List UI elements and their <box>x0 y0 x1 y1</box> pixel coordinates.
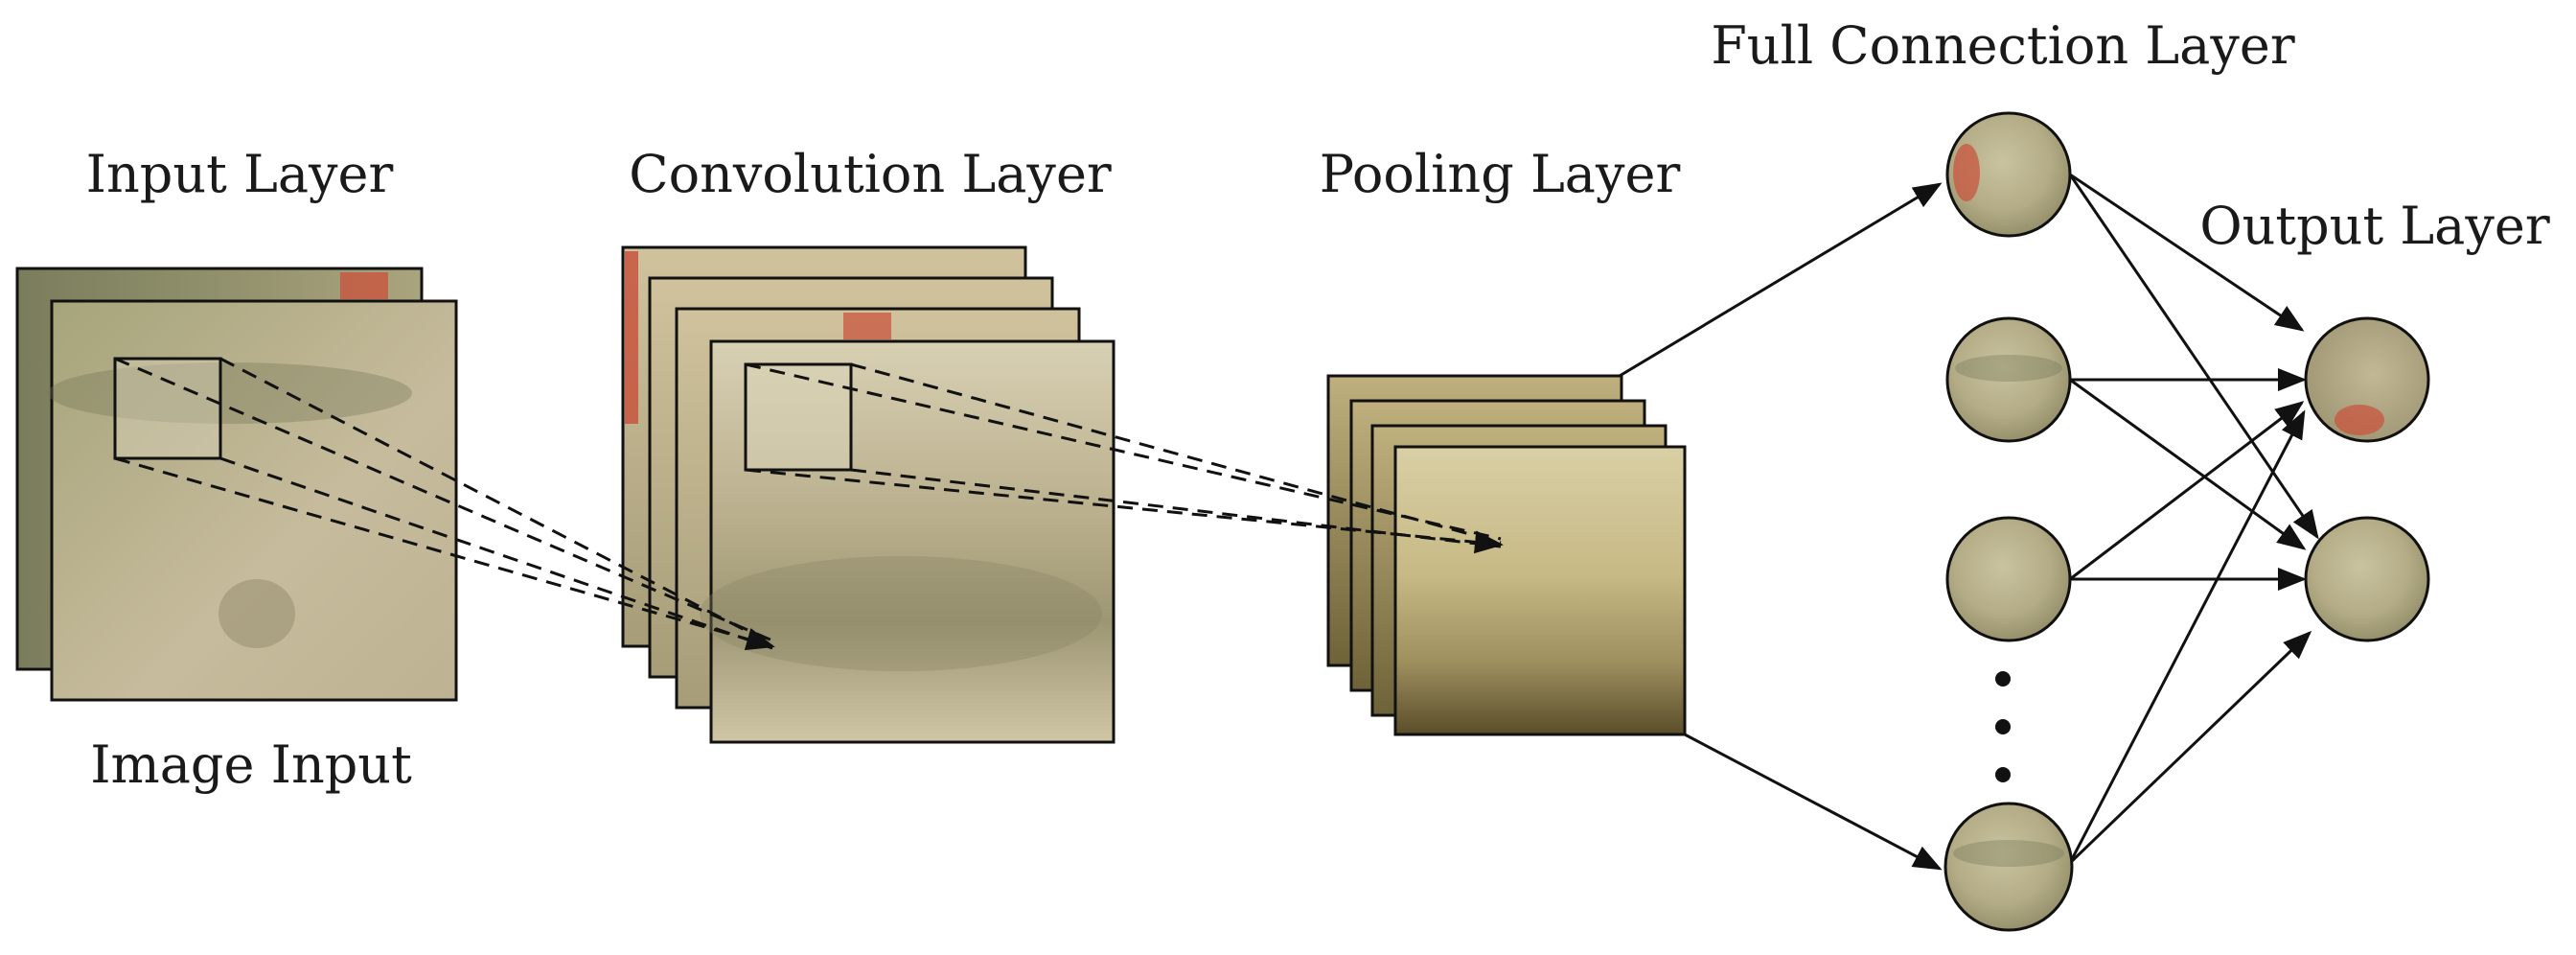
conv-sheet-4 <box>709 339 1116 744</box>
fc-ellipsis-dot-2 <box>1995 719 2011 734</box>
input-blob <box>218 579 295 648</box>
input-layer-label: Input Layer <box>86 144 394 204</box>
fc-node-4 <box>1944 802 2074 932</box>
pool-to-fc-top-arrow <box>1619 182 1943 378</box>
output-node-1 <box>2304 316 2430 443</box>
output-layer-label: Output Layer <box>2199 196 2549 256</box>
output-node-2 <box>2304 516 2430 642</box>
input-image-sheet <box>50 299 458 702</box>
fc-node-1-red-spot <box>1953 144 1980 201</box>
input-to-conv-projection <box>114 357 775 651</box>
pooling-layer-label: Pooling Layer <box>1320 144 1681 204</box>
full-connection-nodes <box>1944 111 2074 932</box>
conv-sheet-3-red-patch <box>843 313 891 339</box>
fc-node-2 <box>1945 316 2072 443</box>
output-nodes <box>2304 316 2430 642</box>
fc-node-4-streak <box>1953 840 2064 867</box>
fc-to-output-connections <box>2068 173 2319 865</box>
fc-ellipsis-dot-1 <box>1995 671 2011 687</box>
convolution-layer-label: Convolution Layer <box>629 144 1112 204</box>
pool-to-fc-arrows <box>1619 182 1943 871</box>
convolution-layer-stack <box>621 245 1116 744</box>
conv-receptive-field <box>744 362 853 472</box>
input-back-red-patch <box>340 272 388 299</box>
fc-node-3 <box>1945 516 2072 642</box>
input-layer-stack <box>15 267 458 702</box>
pooling-layer-stack <box>1326 374 1687 736</box>
fc-ellipsis-dot-3 <box>1995 767 2011 782</box>
fc-node-1 <box>1945 111 2072 238</box>
image-input-label: Image Input <box>90 734 412 795</box>
conv-sheet-1-red-edge <box>625 251 638 424</box>
pool-to-fc-bottom-arrow <box>1684 733 1943 871</box>
conv-shadow-band <box>700 556 1102 671</box>
output-node-1-red-spot <box>2334 405 2384 435</box>
pool-sheet-4 <box>1393 445 1687 736</box>
input-receptive-field <box>113 357 222 460</box>
fc-node-2-streak <box>1955 355 2062 382</box>
conv-to-pool-projection <box>745 362 1504 554</box>
full-connection-layer-label: Full Connection Layer <box>1711 15 2294 76</box>
input-dark-streak <box>48 362 412 424</box>
